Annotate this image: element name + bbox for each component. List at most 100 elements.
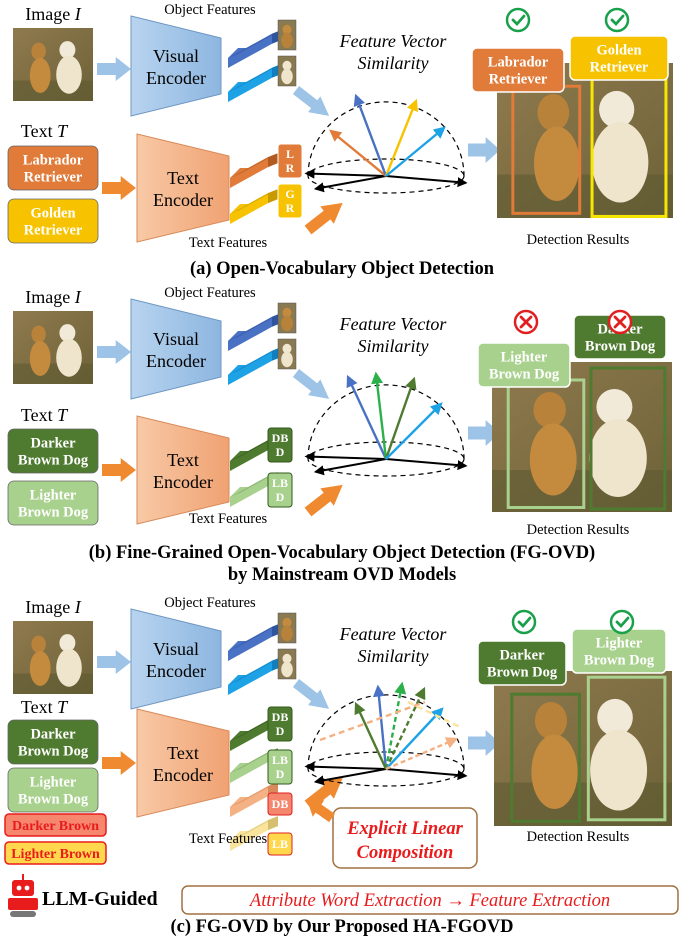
similarity-to-results-arrow xyxy=(468,137,500,163)
check-mark xyxy=(511,14,526,27)
encoder-label: Encoder xyxy=(153,472,213,492)
tag-label: LB xyxy=(272,837,288,851)
status-ring xyxy=(505,7,531,33)
encoder-shape xyxy=(136,415,230,525)
text-to-encoder-arrow xyxy=(102,176,136,200)
feature-vector xyxy=(354,701,388,770)
bar-edge xyxy=(230,748,278,773)
encoder-label: Encoder xyxy=(153,190,213,210)
llm-guided-label: LLM-Guided xyxy=(42,888,158,910)
encoder-label: Visual xyxy=(153,46,199,66)
axis-line xyxy=(313,175,387,193)
visual-to-similarity-arrow xyxy=(292,86,330,116)
attribute-label: Darker Brown xyxy=(12,819,99,834)
encoder-label: Visual xyxy=(153,329,199,349)
arrow-shape xyxy=(304,777,343,810)
bar-face xyxy=(230,786,268,817)
text-features-label: Text Features xyxy=(189,235,268,251)
composition-line xyxy=(319,700,426,742)
tag-box xyxy=(267,472,293,508)
text-features-label: Text Features xyxy=(189,831,268,847)
status-ring xyxy=(609,609,635,635)
axis-line xyxy=(304,761,387,772)
result-label-text: Retriever xyxy=(590,60,649,76)
encoder-shape xyxy=(130,15,222,117)
photo-ground xyxy=(13,363,93,384)
panel-c-caption: (c) FG-OVD by Our Proposed HA-FGOVD xyxy=(170,917,513,937)
dog-head xyxy=(599,90,635,129)
dog-body xyxy=(29,57,51,93)
text-feature-tag: LBD xyxy=(267,749,293,785)
query-box xyxy=(7,145,99,191)
cross-icon xyxy=(607,309,633,335)
text-feature-bar xyxy=(230,153,278,188)
composition-arrow xyxy=(307,800,335,823)
object-features-label: Object Features xyxy=(164,285,256,301)
check-mark xyxy=(610,14,625,27)
arrow-shape xyxy=(97,650,131,674)
axis-line xyxy=(385,768,468,781)
feature-vector xyxy=(346,374,388,460)
feature-vector xyxy=(384,681,407,770)
text-to-encoder-arrow xyxy=(102,751,136,775)
thumbnail-dog-head xyxy=(282,307,292,318)
text-feature-tag: GR xyxy=(277,183,303,219)
arrow-shape xyxy=(304,484,343,517)
thumbnail-dog-body xyxy=(281,351,293,368)
feature-thumbnail xyxy=(277,612,297,644)
feature-vector xyxy=(384,376,417,460)
robot-tracks xyxy=(10,911,36,917)
feature-thumbnail xyxy=(277,302,297,334)
bounding-box xyxy=(589,366,667,511)
bar-face xyxy=(230,476,268,507)
photo-ground xyxy=(497,174,673,218)
text-feature-tag: LB xyxy=(267,832,293,856)
thumbnail-dog-body xyxy=(281,68,293,85)
check-icon xyxy=(505,7,531,33)
encoder-label: Encoder xyxy=(146,661,206,681)
thumbnail-dog-head xyxy=(282,653,292,664)
query-box xyxy=(7,198,99,244)
thumbnail-dog-body xyxy=(281,315,293,332)
robot-head xyxy=(12,880,34,896)
dog-head xyxy=(59,634,76,652)
tag-label: DB xyxy=(272,710,289,724)
bar-edge xyxy=(228,656,282,685)
tag-box xyxy=(277,143,303,179)
thumbnail-dog-head xyxy=(282,60,292,71)
bar-edge xyxy=(228,312,282,341)
image-to-encoder-arrow xyxy=(97,57,131,81)
tag-box xyxy=(267,749,293,785)
tag-label: D xyxy=(276,445,285,459)
query-label: Darker xyxy=(30,436,76,452)
arrow-shape xyxy=(102,176,136,200)
input-label: Text T xyxy=(21,697,69,717)
bar-edge xyxy=(230,189,278,214)
encoder-label: Encoder xyxy=(146,351,206,371)
tag-box xyxy=(277,183,303,219)
bar-edge xyxy=(228,346,282,375)
arrow-shape xyxy=(97,340,131,364)
attribute-box xyxy=(4,813,107,837)
text-feature-tag: DB xyxy=(267,792,293,816)
bar-face xyxy=(228,626,272,661)
encoder-shape xyxy=(130,608,222,710)
result-label-box xyxy=(477,640,567,686)
result-label-box xyxy=(471,47,565,93)
text-feature-tag: DBD xyxy=(267,706,293,742)
arrow-shape xyxy=(102,751,136,775)
similarity-hemisphere xyxy=(304,93,468,194)
object-feature-bar xyxy=(228,29,282,68)
photo-ground xyxy=(13,673,93,694)
encoder-label: Encoder xyxy=(153,765,213,785)
dog-body xyxy=(531,734,578,809)
status-ring xyxy=(511,609,537,635)
encoder-shape xyxy=(130,298,222,400)
encoder-label: Text xyxy=(167,743,199,763)
detection-results-label: Detection Results xyxy=(527,829,630,845)
